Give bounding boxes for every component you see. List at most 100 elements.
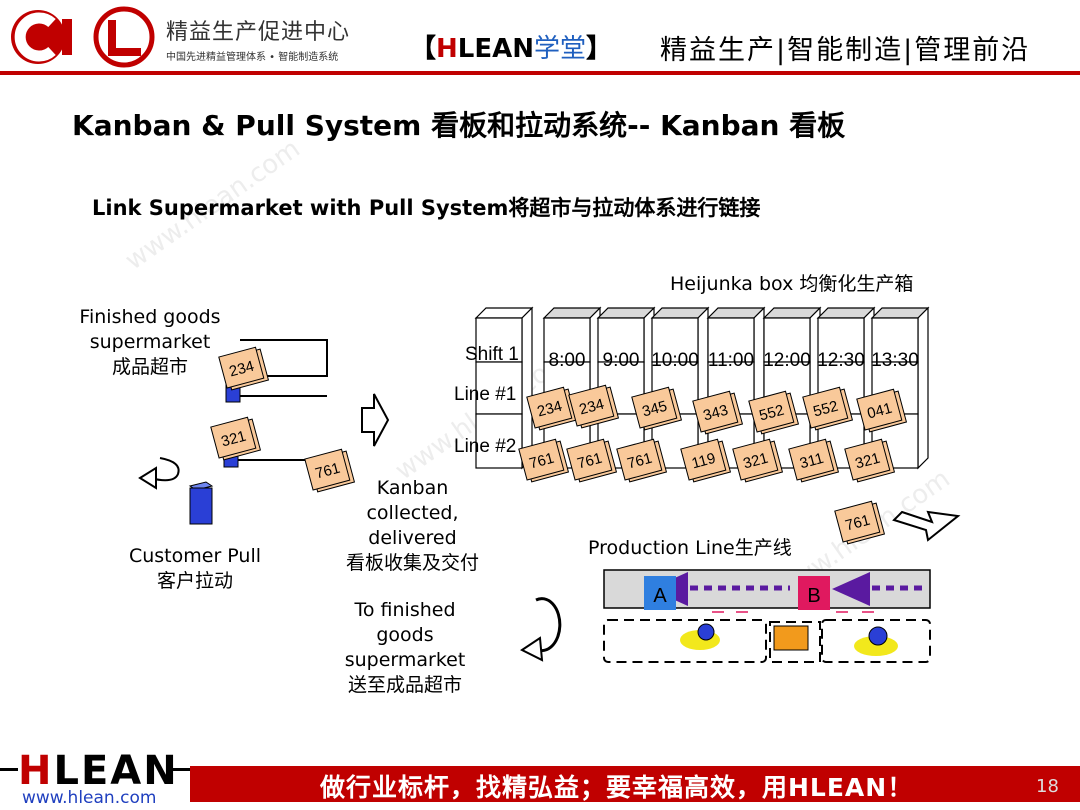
work-cell-2 xyxy=(769,621,821,663)
kanban-card-front xyxy=(304,448,351,491)
logo-bar xyxy=(62,19,72,55)
time-label: 9:00 xyxy=(603,350,640,371)
work-cell-3 xyxy=(821,619,931,663)
kanban-card-number: 761 xyxy=(625,450,654,473)
operator-icon xyxy=(854,636,898,656)
label-line: delivered xyxy=(368,527,457,549)
bin-cell xyxy=(763,317,811,363)
to-finished-label: To finished goods supermarket 送至成品超市 xyxy=(325,598,485,698)
kanban-card: 321 xyxy=(732,438,784,483)
label-line: To finished xyxy=(354,599,456,621)
bin-side xyxy=(521,306,533,470)
kanban-card: 234 xyxy=(526,386,578,431)
time-label: 12:30 xyxy=(817,350,865,371)
brand-xuetang: 学堂 xyxy=(534,34,587,64)
bin-cell xyxy=(651,317,699,363)
kanban-card: 552 xyxy=(802,386,854,431)
right-arrow-icon xyxy=(361,393,390,447)
return-arrow-head-icon xyxy=(138,466,157,490)
time-label: 8:00 xyxy=(549,350,586,371)
footer-logo-h: H xyxy=(18,748,54,794)
kanban-card-front xyxy=(616,438,663,481)
header-divider xyxy=(0,71,1080,75)
footer-logo-rest: LEAN xyxy=(53,748,179,794)
label-line: 客户拉动 xyxy=(156,570,233,592)
kanban-card-front xyxy=(680,438,727,481)
operator-head-icon xyxy=(868,626,888,646)
work-cell-1 xyxy=(603,619,767,663)
label-line: 送至成品超市 xyxy=(347,674,462,696)
row-label: Line #1 xyxy=(454,384,516,405)
logo-c-shape xyxy=(14,12,56,62)
label-line: Kanban xyxy=(376,477,449,499)
kanban-card-number: 321 xyxy=(741,450,770,473)
label-line: supermarket xyxy=(89,331,211,353)
kanban-card-front xyxy=(844,438,891,481)
loop-arrow-head-icon xyxy=(520,636,544,662)
bin-side xyxy=(917,306,929,470)
station-a-label: A xyxy=(653,585,667,607)
kanban-card-front xyxy=(210,416,257,459)
shelf-top xyxy=(240,339,328,377)
header-slogan: 精益生产|智能制造|管理前沿 xyxy=(660,35,1031,66)
kanban-card-front xyxy=(834,500,881,543)
kanban-card: 041 xyxy=(856,388,908,433)
kanban-card: 119 xyxy=(680,438,732,483)
footer-url[interactable]: www.hlean.com xyxy=(22,788,157,808)
time-label: 11:00 xyxy=(708,350,754,371)
kanban-card-number: 321 xyxy=(219,428,248,451)
slide-subtitle: Link Supermarket with Pull System将超市与拉动体… xyxy=(92,196,761,220)
kanban-card-number: 234 xyxy=(227,358,256,381)
station-b-box xyxy=(798,576,830,610)
label-line: goods xyxy=(376,624,434,646)
kanban-card-number: 552 xyxy=(757,402,786,425)
row-label: Line #2 xyxy=(454,436,516,457)
down-arrow-icon xyxy=(892,510,961,542)
kanban-card: 343 xyxy=(692,390,744,435)
bin-cell xyxy=(475,413,523,469)
label-line: collected, xyxy=(366,502,459,524)
kanban-card-front xyxy=(732,438,779,481)
footer-logo: HLEAN xyxy=(18,748,179,794)
footer-slogan: 做行业标杆，找精弘益；要幸福高效，用HLEAN！ xyxy=(320,773,914,802)
heijunka-box: Shift 1 Line #1 Line #2 8:00 9:00 10:00 11:00 1… xyxy=(454,306,930,470)
customer-box xyxy=(188,481,214,525)
kanban-card-front xyxy=(568,384,615,427)
kanban-card-number: 321 xyxy=(853,450,882,473)
footer-rule-right xyxy=(168,768,190,771)
brand-bracket-left: 【 xyxy=(410,34,437,64)
kanban-card: 345 xyxy=(631,386,683,431)
station-b-label: B xyxy=(807,585,820,607)
label-line: Customer Pull xyxy=(128,545,262,567)
production-line-label: Production Line生产线 xyxy=(588,537,792,559)
heijunka-label: Heijunka box 均衡化生产箱 xyxy=(670,273,914,295)
kanban-card-number: 345 xyxy=(640,398,669,421)
finished-goods-label: Finished goods supermarket 成品超市 xyxy=(70,305,230,380)
wip-box xyxy=(773,625,809,651)
row-label: Shift 1 xyxy=(465,344,519,365)
slide-title: Kanban & Pull System 看板和拉动系统-- Kanban 看板 xyxy=(72,109,846,142)
kanban-card-number: 761 xyxy=(313,460,342,483)
label-line: 成品超市 xyxy=(111,356,188,378)
label-line: supermarket xyxy=(344,649,466,671)
kanban-card-front xyxy=(856,388,903,431)
kanban-card-front xyxy=(518,438,565,481)
kanban-card-number: 761 xyxy=(843,512,872,535)
kanban-card: 552 xyxy=(748,390,800,435)
kanban-card-front xyxy=(566,438,613,481)
loop-arrow-icon xyxy=(533,597,562,653)
kanban-card-front xyxy=(788,438,835,481)
kanban-card-number: 234 xyxy=(535,398,564,421)
kanban-card-number: 343 xyxy=(701,402,730,425)
label-line: Finished goods xyxy=(79,306,221,328)
bin-cell xyxy=(597,317,645,363)
kanban-card-number: 761 xyxy=(527,450,556,473)
kanban-collected-label: Kanban collected, delivered 看板收集及交付 xyxy=(330,476,495,576)
brand-h: H xyxy=(436,34,458,64)
time-label: 10:00 xyxy=(651,350,699,371)
kanban-card: 761 xyxy=(834,500,886,545)
station-a-box xyxy=(644,576,676,610)
